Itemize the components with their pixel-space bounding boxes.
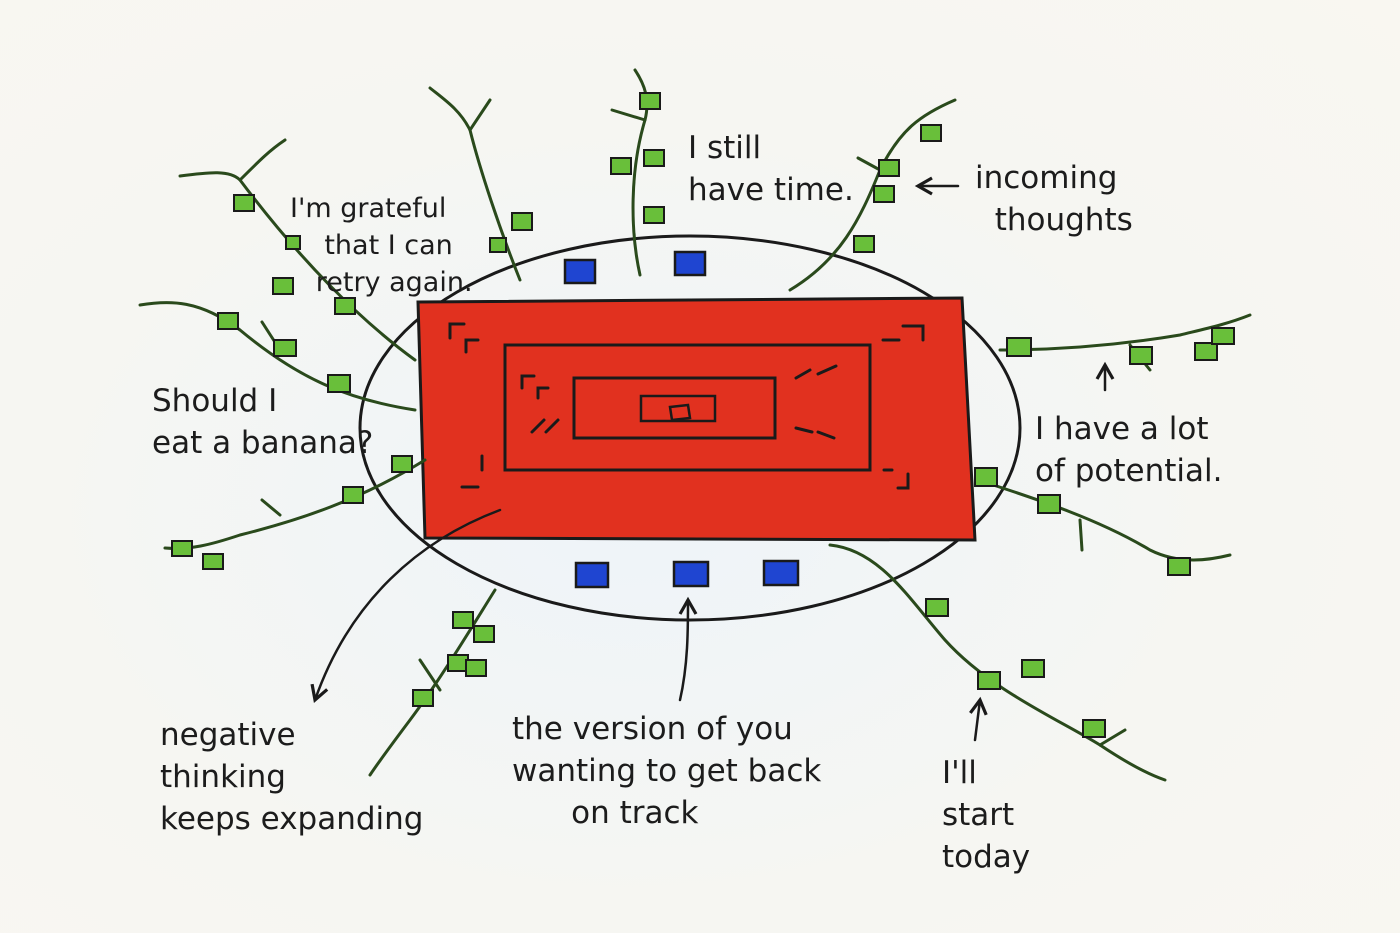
outer-oval [358,234,1022,622]
label-start-today: I'll start today [942,755,1031,875]
label-negative-thinking: negative thinking keeps expanding [160,717,424,837]
label-potential: I have a lot of potential. [1035,411,1223,489]
label-incoming-thoughts: incoming thoughts [975,160,1133,238]
label-still-time: I still have time. [688,130,854,208]
label-version-of-you: the version of you wanting to get back o… [512,711,822,831]
corner-marks [448,322,925,490]
blue-squares [563,250,800,589]
red-zone [416,296,977,542]
middle-rect [503,343,872,472]
core-rect [639,394,717,423]
green-squares [171,92,1235,738]
core-square [668,403,692,422]
label-grateful: I'm grateful that I can retry again. [290,193,473,298]
label-banana: Should I eat a banana? [152,383,374,461]
inner-rect [572,376,777,440]
annotation-arrows [310,176,1115,742]
